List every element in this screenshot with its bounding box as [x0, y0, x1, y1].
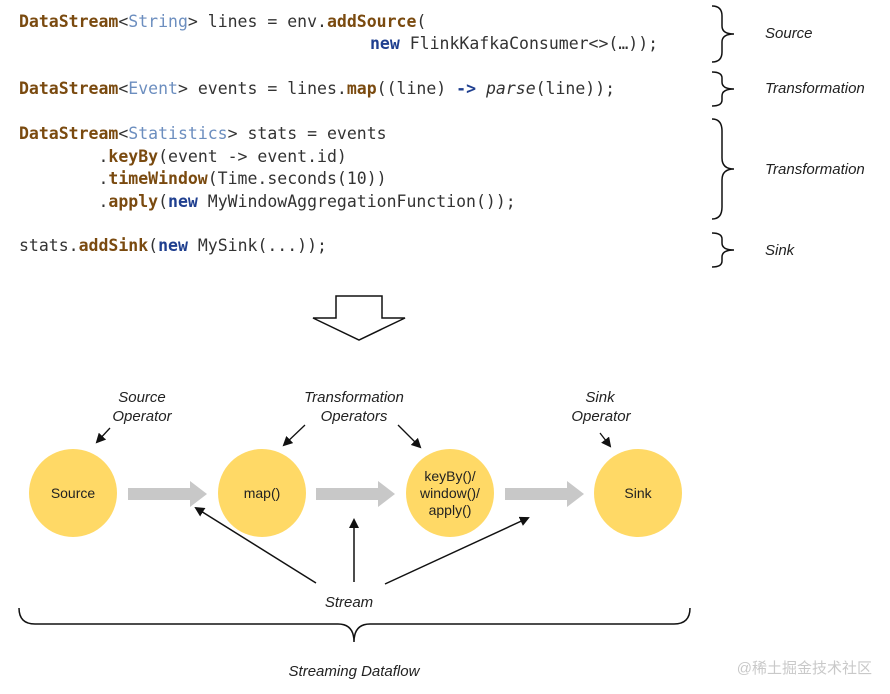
flow-arrow-icon	[505, 481, 584, 507]
code-token: > lines = env.	[187, 12, 327, 31]
transformation-operators-label-2: Operators	[320, 408, 388, 425]
code-line-3: DataStream<Event> events = lines.map((li…	[19, 78, 615, 100]
code-token: .	[19, 169, 109, 188]
side-label-transformation-1: Transformation	[765, 80, 865, 97]
code-token: <	[118, 79, 129, 98]
code-token: DataStream	[19, 12, 119, 31]
code-token: stats.	[19, 236, 79, 255]
brace-source	[711, 5, 735, 63]
code-token: <	[118, 12, 129, 31]
source-operator-label-2: Operator	[112, 408, 172, 425]
code-token: new	[370, 34, 400, 53]
code-token: (line));	[535, 79, 616, 98]
code-token: addSource	[326, 12, 417, 31]
code-token: (	[148, 236, 159, 255]
brace-dataflow	[18, 607, 691, 643]
node-source: Source	[29, 449, 117, 537]
flow-arrows	[128, 481, 584, 507]
code-token: timeWindow	[108, 169, 208, 188]
pointer-transform-map	[282, 424, 306, 447]
node-map: map()	[218, 449, 306, 537]
code-token: addSink	[78, 236, 149, 255]
node-source-label: Source	[50, 484, 96, 501]
stream-arrow-1	[194, 506, 317, 584]
code-token: (	[416, 12, 427, 31]
brace-transformation-2	[711, 118, 735, 220]
node-keyby-label: keyBy()/	[424, 467, 476, 484]
flow-arrow-icon	[316, 481, 395, 507]
code-token: ->	[456, 79, 477, 98]
node-sink: Sink	[594, 449, 682, 537]
side-label-sink: Sink	[765, 242, 795, 259]
code-token: keyBy	[108, 147, 159, 166]
code-token: (Time.seconds(10))	[207, 169, 387, 188]
code-token: > events = lines.	[177, 79, 347, 98]
node-window-label: window()/	[420, 484, 480, 501]
code-line-7: .apply(new MyWindowAggregationFunction()…	[19, 191, 516, 213]
source-operator-label-1: Source	[118, 389, 166, 406]
code-token: ((line)	[376, 79, 457, 98]
code-token: map	[346, 79, 377, 98]
sink-operator-label-1: Sink	[585, 389, 615, 406]
code-token: MySink(...));	[187, 236, 327, 255]
code-token: Statistics	[128, 124, 228, 143]
stream-label: Stream	[324, 594, 374, 611]
code-line-5: .keyBy(event -> event.id)	[19, 146, 347, 168]
side-label-source: Source	[765, 25, 813, 42]
code-line-1: DataStream<String> lines = env.addSource…	[19, 11, 426, 33]
code-token: DataStream	[19, 124, 119, 143]
down-arrow-icon	[312, 295, 406, 341]
watermark: @稀土掘金技术社区	[736, 660, 872, 677]
code-line-2: new FlinkKafkaConsumer<>(…));	[370, 33, 658, 55]
code-token: (event -> event.id)	[158, 147, 347, 166]
brace-transformation-1	[711, 71, 735, 107]
code-token: apply	[108, 192, 159, 211]
code-token: .	[19, 147, 109, 166]
code-token: parse	[485, 79, 536, 98]
code-token: Event	[128, 79, 178, 98]
node-keyby-window-apply: keyBy()/ window()/ apply()	[406, 449, 494, 537]
sink-operator-label-2: Operator	[571, 408, 631, 425]
flow-arrow-icon	[128, 481, 207, 507]
brace-sink	[711, 232, 735, 268]
code-token: MyWindowAggregationFunction());	[197, 192, 516, 211]
code-token: > stats = events	[227, 124, 387, 143]
code-token: new	[168, 192, 198, 211]
code-token: .	[19, 192, 109, 211]
code-token: new	[158, 236, 188, 255]
code-token: <	[118, 124, 129, 143]
stream-arrow-3	[384, 516, 530, 585]
transformation-operators-label-1: Transformation	[304, 389, 404, 406]
node-map-label: map()	[243, 484, 281, 501]
pointer-sink-operator	[599, 432, 612, 448]
code-line-4: DataStream<Statistics> stats = events	[19, 123, 387, 145]
code-line-8: stats.addSink(new MySink(...));	[19, 235, 327, 257]
code-token: (	[158, 192, 169, 211]
pointer-transform-keyby	[397, 424, 422, 449]
code-token: FlinkKafkaConsumer<>(…));	[399, 34, 659, 53]
side-label-transformation-2: Transformation	[765, 161, 865, 178]
node-sink-label: Sink	[624, 484, 652, 501]
streaming-dataflow-label: Streaming Dataflow	[288, 663, 420, 680]
node-apply-label: apply()	[428, 501, 472, 518]
code-line-6: .timeWindow(Time.seconds(10))	[19, 168, 387, 190]
code-token: String	[128, 12, 188, 31]
code-token: DataStream	[19, 79, 119, 98]
pointer-source-operator	[95, 427, 111, 444]
